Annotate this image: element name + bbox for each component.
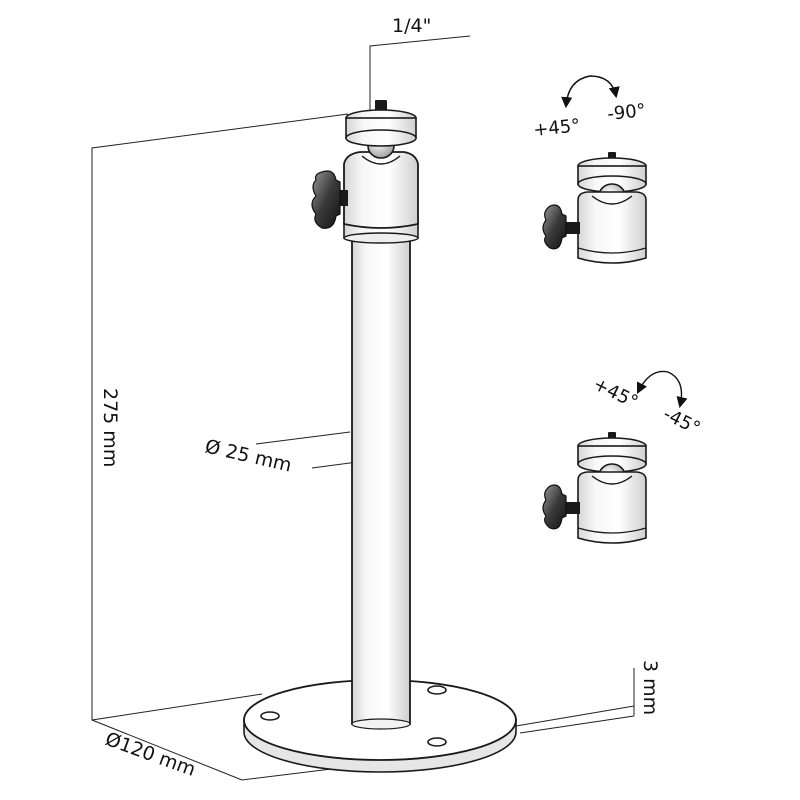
support-tube xyxy=(351,239,411,730)
tube-diameter-leader xyxy=(255,431,351,445)
ball-head-detail-bottom xyxy=(542,431,647,544)
height-label: 275 mm xyxy=(99,388,121,467)
angle-plus-bottom: +45° xyxy=(590,374,641,413)
angle-plus-top: +45° xyxy=(532,115,581,141)
ball-head-detail-top xyxy=(542,151,647,264)
mount-hole xyxy=(260,711,280,721)
rotation-arrow-bottom xyxy=(636,370,688,409)
base-thickness-leader xyxy=(515,705,635,727)
thread-label: 1/4" xyxy=(392,15,431,37)
base-front-line xyxy=(91,719,243,781)
base-diameter-label: Ø120 mm xyxy=(102,728,198,781)
thread-dimension-leader xyxy=(369,35,471,118)
rotation-arrow-top xyxy=(561,75,620,109)
mount-hole xyxy=(427,685,447,695)
locking-knob xyxy=(311,170,341,229)
tube-diameter-label: Ø 25 mm xyxy=(203,435,294,476)
base-thickness-leader-2 xyxy=(519,715,635,734)
base-thickness-label: 3 mm xyxy=(639,660,661,715)
height-dimension-frame xyxy=(91,113,349,721)
angle-minus-top: -90° xyxy=(606,100,646,125)
main-ball-head xyxy=(311,100,419,244)
angle-minus-bottom: -45° xyxy=(660,404,704,440)
mount-hole xyxy=(427,737,447,747)
